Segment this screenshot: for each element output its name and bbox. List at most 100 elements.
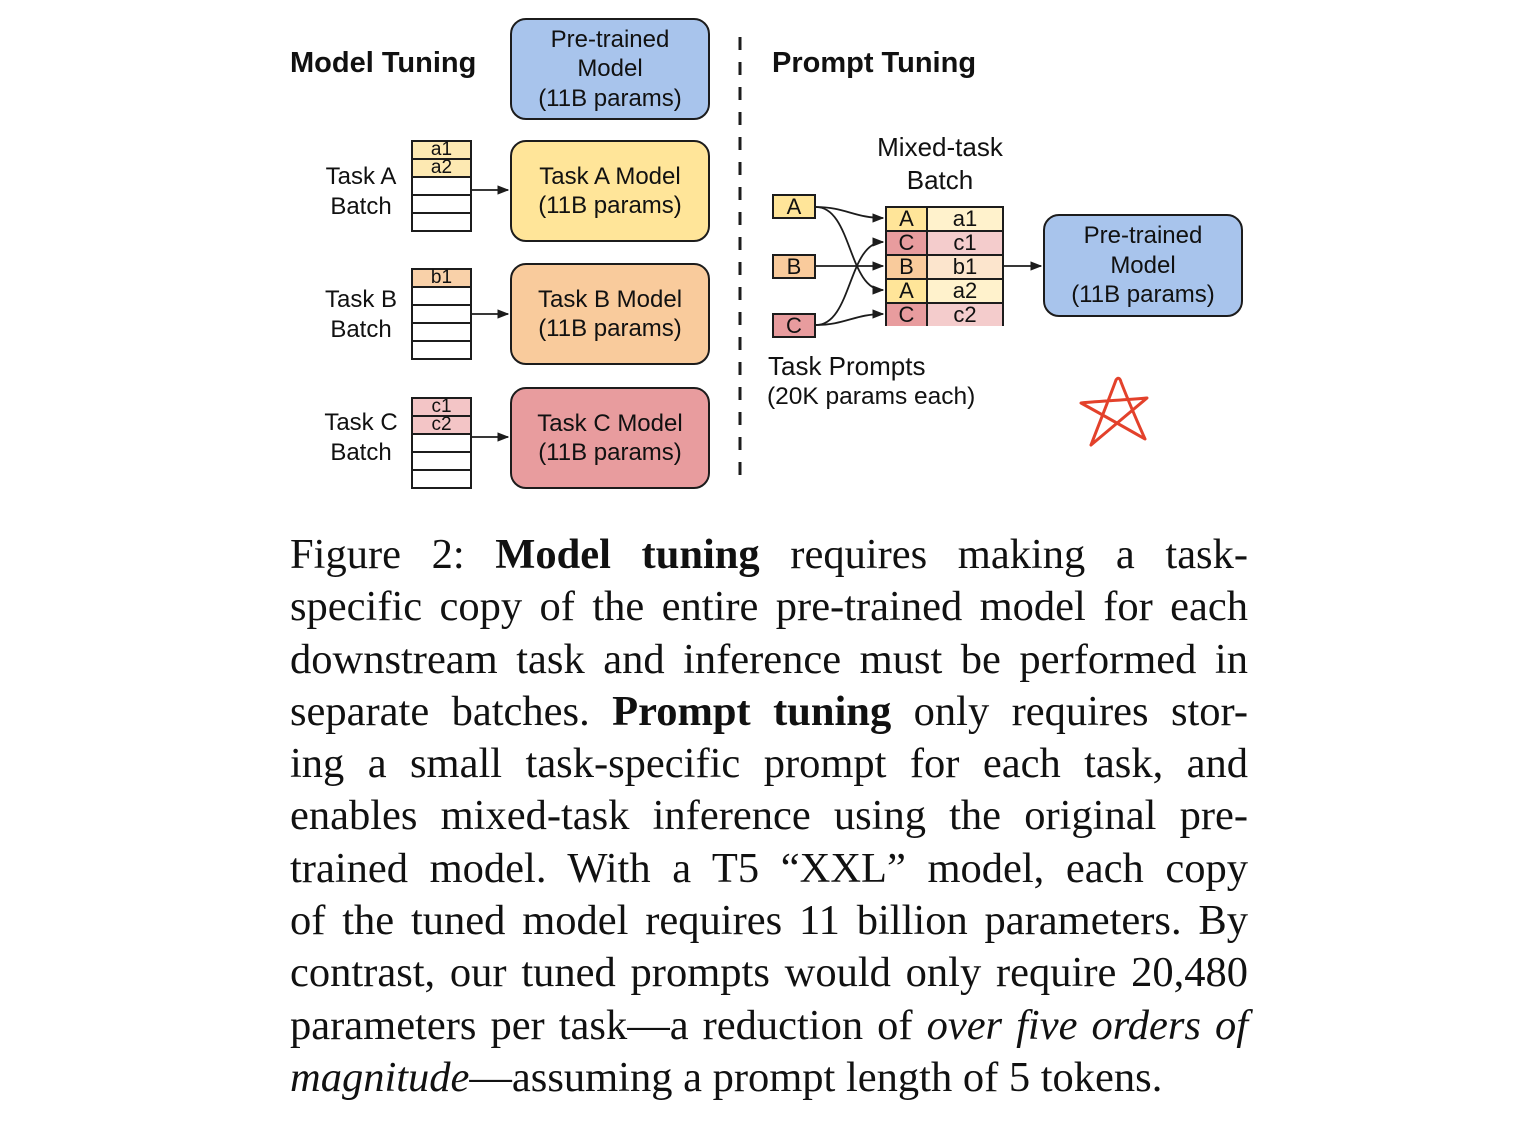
example-cell: b1 [928, 256, 1002, 278]
example-cell: a1 [928, 208, 1002, 230]
task-prompt-b: B [772, 254, 816, 279]
caption-line: of the tuned model requires 11 billion p… [290, 895, 1248, 947]
label-line: Batch [330, 192, 392, 220]
box-label-line: Task B Model [537, 285, 683, 313]
figure-caption: Figure 2: Model tuning requires making a… [290, 529, 1248, 1104]
caption-line: magnitude—assuming a prompt length of 5 … [290, 1052, 1248, 1104]
caption-italic-text: magnitude [290, 1053, 470, 1101]
caption-line: enables mixed-task inference using the o… [290, 790, 1248, 842]
mixed-task-batch-table: A a1 C c1 B b1 A a2 C c2 [885, 206, 1004, 326]
prompt-cell: A [887, 208, 928, 230]
caption-text: —assuming a prompt length of 5 tokens. [469, 1053, 1163, 1101]
batch-empty-slot [413, 288, 470, 306]
prompt-cell: A [887, 280, 928, 302]
label-line: Batch [906, 165, 974, 195]
star-icon [1079, 376, 1149, 447]
task-prompt-c: C [772, 313, 816, 338]
task-prompts-label: Task Prompts [768, 351, 926, 381]
box-label-line: (11B params) [538, 192, 682, 219]
example-cell: a2 [928, 280, 1002, 302]
label-line: Batch [330, 438, 392, 466]
task-c-batch-label: Task C Batch [311, 408, 411, 467]
label-line: Task A [325, 163, 397, 190]
batch-item: a1 [413, 140, 470, 160]
batch-empty-slot [413, 196, 470, 214]
box-label-line: (11B params) [538, 84, 682, 112]
prompt-cell: B [887, 256, 928, 278]
task-c-model-box: Task C Model (11B params) [510, 387, 710, 489]
task-prompt-a: A [772, 194, 816, 219]
model-tuning-title: Model Tuning [290, 47, 477, 79]
mixed-batch-row: C c1 [887, 232, 1002, 256]
caption-line: ing a small task-specific prompt for eac… [290, 738, 1248, 790]
batch-empty-slot [413, 453, 470, 471]
mixed-batch-row: A a2 [887, 280, 1002, 304]
batch-empty-slot [413, 324, 470, 342]
box-label-line: Pre-trained [550, 25, 670, 53]
label-line: Mixed-task [877, 132, 1003, 162]
task-b-model-box: Task B Model (11B params) [510, 263, 710, 365]
caption-text: only requires stor- [891, 687, 1248, 735]
box-label-line: Task C Model [537, 409, 683, 437]
caption-text: ing a small task-specific prompt for eac… [290, 740, 1248, 788]
caption-bold-term: Model tuning [495, 531, 760, 578]
caption-text: enables mixed-task inference using the o… [290, 792, 1248, 840]
batch-empty-slot [413, 214, 470, 230]
caption-line: separate batches. Prompt tuning only req… [290, 686, 1248, 738]
caption-italic-text: over five orders of [926, 1001, 1248, 1049]
label-line: Task B [324, 286, 398, 313]
box-label-line: (11B params) [1071, 281, 1215, 309]
arrow-prompt-c-to-row-c1 [815, 237, 885, 326]
box-label-line: Pre-trained [1083, 222, 1203, 250]
task-a-batch-table: a1 a2 [411, 140, 472, 232]
caption-line: parameters per task—a reduction of over … [290, 1000, 1248, 1052]
box-label-line: Model [577, 55, 643, 83]
mixed-batch-row: B b1 [887, 256, 1002, 280]
caption-text: requires making a task- [759, 531, 1248, 578]
caption-line: downstream task and inference must be pe… [290, 634, 1248, 686]
batch-empty-slot [413, 178, 470, 196]
caption-text: separate batches. [290, 687, 613, 735]
caption-line: trained model. With a T5 “XXL” model, ea… [290, 843, 1248, 895]
caption-text: Figure 2: [290, 531, 496, 578]
prompt-cell: C [887, 304, 928, 326]
example-cell: c2 [928, 304, 1002, 326]
caption-text: contrast, our tuned prompts would only r… [290, 949, 1248, 997]
task-b-batch-table: b1 [411, 268, 472, 360]
box-label-line: Model [1110, 251, 1176, 279]
caption-line: specific copy of the entire pre-trained … [290, 581, 1248, 633]
example-cell: c1 [928, 232, 1002, 254]
box-label-line: (11B params) [538, 315, 682, 342]
batch-item: c2 [413, 415, 470, 435]
caption-line: contrast, our tuned prompts would only r… [290, 947, 1248, 999]
pretrained-model-box: Pre-trained Model (11B params) [510, 18, 710, 120]
batch-empty-slot [413, 342, 470, 358]
batch-empty-slot [413, 471, 470, 487]
task-b-batch-label: Task B Batch [311, 285, 411, 344]
caption-text: parameters per task—a reduction of [290, 1001, 927, 1049]
label-line: Batch [330, 315, 392, 343]
caption-text: downstream task and inference must be pe… [290, 635, 1248, 683]
box-label-line: Task A Model [539, 162, 681, 190]
caption-text: trained model. With a T5 “XXL” model, ea… [290, 844, 1248, 892]
arrow-prompt-a-to-row-a1 [815, 206, 885, 223]
batch-item: a2 [413, 158, 470, 178]
arrow-prompt-c-to-row-c2 [815, 309, 885, 326]
arrow-prompt-a-to-row-a2 [815, 206, 885, 295]
task-c-batch-table: c1 c2 [411, 397, 472, 489]
mixed-task-batch-label: Mixed-task Batch [860, 131, 1020, 197]
task-a-batch-label: Task A Batch [311, 162, 411, 221]
batch-empty-slot [413, 435, 470, 453]
shared-pretrained-model-box: Pre-trained Model (11B params) [1043, 214, 1243, 317]
batch-item: c1 [413, 397, 470, 417]
mixed-batch-row: A a1 [887, 208, 1002, 232]
prompt-tuning-title: Prompt Tuning [772, 47, 977, 79]
caption-text: specific copy of the entire pre-trained … [290, 583, 1248, 631]
caption-bold-term: Prompt tuning [612, 687, 892, 735]
label-line: Task C [324, 409, 398, 436]
task-prompts-params-note: (20K params each) [767, 383, 976, 410]
caption-line: Figure 2: Model tuning requires making a… [290, 529, 1248, 581]
mixed-batch-row: C c2 [887, 304, 1002, 326]
box-label-line: (11B params) [538, 439, 682, 466]
